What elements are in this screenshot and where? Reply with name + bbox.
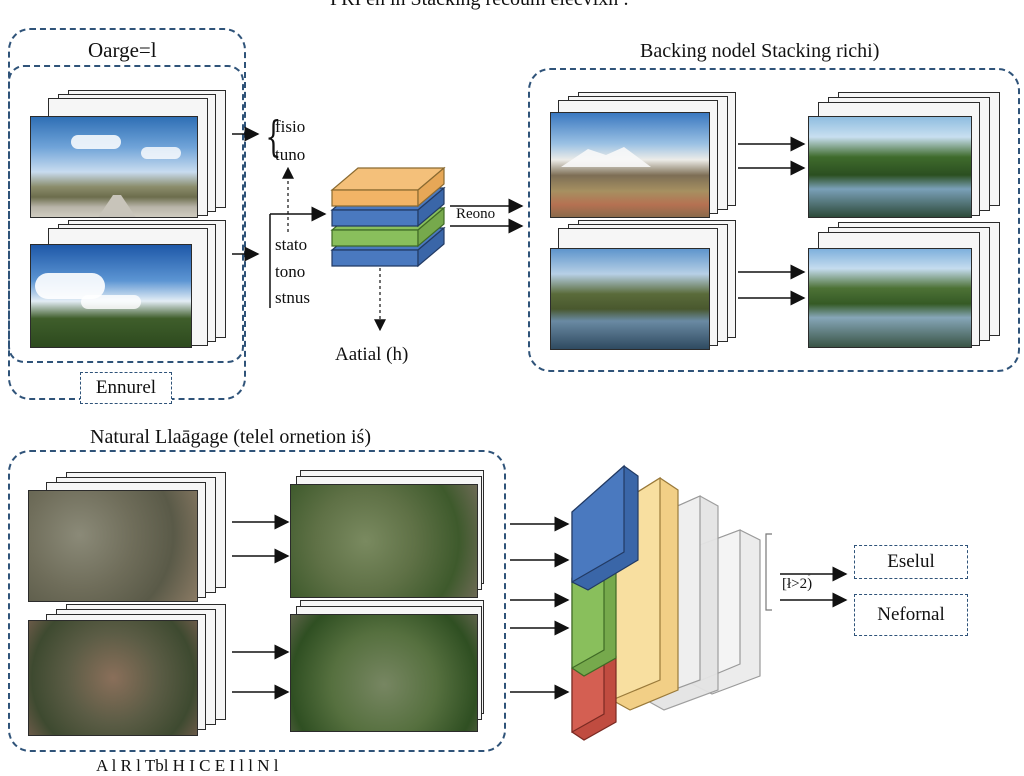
- image-stack-aerial-1: [28, 472, 228, 606]
- lake-photo-1: [550, 248, 710, 350]
- brace-bottom-item-2: tono: [275, 262, 306, 281]
- bottom-section-label: Natural Llaāgage (telel ornetion iś): [90, 426, 371, 448]
- model-layers: [330, 166, 446, 268]
- brace-top-item-2: tuno: [275, 145, 306, 164]
- brace-bottom-item-3: stnus: [275, 288, 310, 307]
- right-panel-label: Backing nodel Stacking richi): [640, 40, 880, 62]
- original-panel-label: Oarge=l: [88, 38, 157, 62]
- output-bracket: [765, 533, 772, 611]
- image-stack-sky-field: [30, 220, 230, 352]
- output-eselul-label: Eselul: [887, 551, 935, 572]
- brace-bottom-item-1: stato: [275, 235, 308, 254]
- image-stack-lake-2: [808, 92, 1008, 222]
- lake-photo-2: [808, 116, 972, 218]
- bottom-model-layers: [571, 464, 761, 741]
- output-nefornal-label: Nefornal: [877, 604, 945, 625]
- arrow-label-reono: Reono: [456, 206, 496, 222]
- image-stack-mountain-field: [550, 92, 740, 220]
- bottom-panel: [8, 450, 506, 752]
- mountain-field-photo: [550, 112, 710, 218]
- sky-road-photo: [30, 116, 198, 218]
- ennurel-tag-label: Ennurel: [95, 377, 157, 398]
- model-caption: Aatial (h): [335, 344, 409, 365]
- image-stack-lake-1: [550, 220, 740, 352]
- original-panel-inner: [8, 65, 244, 363]
- sky-field-photo: [30, 244, 192, 348]
- image-stack-lake-3: [808, 222, 1008, 352]
- output-eselul: Eselul: [854, 545, 968, 579]
- output-nefornal: Nefornal: [854, 594, 968, 636]
- diagram-title: PRI en in Stacking recoum elecvixn :: [330, 0, 629, 11]
- bottom-caption: A l R l Tbl H I C E I l l N l: [96, 756, 279, 775]
- brace-top-curly-brace-icon: {: [265, 112, 282, 161]
- image-stack-aerial-2: [28, 604, 228, 738]
- aerial-photo-4: [290, 614, 478, 732]
- lake-photo-3: [808, 248, 972, 348]
- image-stack-aerial-4: [290, 600, 490, 734]
- brace-top-item-1: fisio: [275, 117, 306, 136]
- aerial-photo-3: [290, 484, 478, 598]
- aerial-photo-1: [28, 490, 198, 602]
- aerial-photo-2: [28, 620, 198, 736]
- image-stack-aerial-3: [290, 470, 490, 600]
- output-bracket-label: [ł>2ۤ): [782, 576, 813, 592]
- image-stack-sky-road: [30, 90, 230, 220]
- right-panel: [528, 68, 1020, 372]
- ennurel-tag: Ennurel: [80, 372, 172, 404]
